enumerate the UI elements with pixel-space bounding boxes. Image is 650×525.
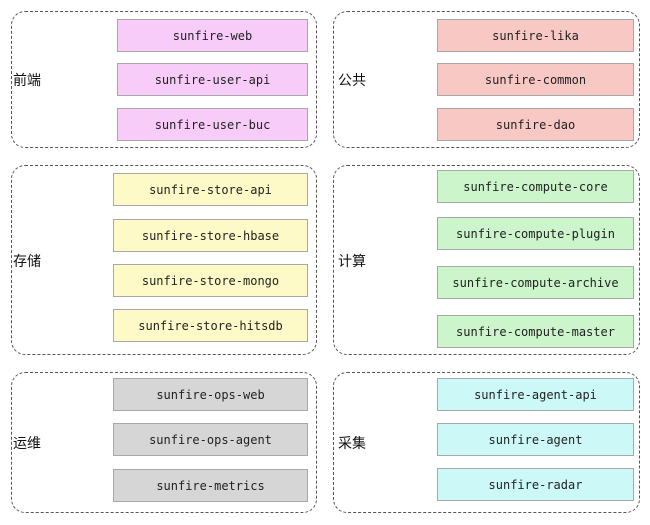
- module-sunfire-compute-plugin: sunfire-compute-plugin: [437, 217, 634, 250]
- module-sunfire-web: sunfire-web: [117, 19, 308, 52]
- module-sunfire-radar: sunfire-radar: [437, 468, 634, 501]
- group-compute: [333, 165, 640, 355]
- group-label-frontend: 前端: [13, 73, 41, 89]
- group-frontend: [11, 11, 317, 148]
- module-sunfire-store-mongo: sunfire-store-mongo: [113, 264, 308, 297]
- module-sunfire-compute-master: sunfire-compute-master: [437, 315, 634, 348]
- module-sunfire-ops-web: sunfire-ops-web: [113, 378, 308, 411]
- group-collect: [333, 372, 640, 513]
- module-sunfire-ops-agent: sunfire-ops-agent: [113, 423, 308, 456]
- group-ops: [11, 372, 317, 513]
- module-sunfire-compute-archive: sunfire-compute-archive: [437, 266, 634, 299]
- group-label-common: 公共: [338, 73, 366, 89]
- module-sunfire-agent-api: sunfire-agent-api: [437, 378, 634, 411]
- group-label-collect: 采集: [338, 436, 366, 452]
- group-label-ops: 运维: [13, 436, 41, 452]
- module-sunfire-store-hbase: sunfire-store-hbase: [113, 219, 308, 252]
- group-storage: [11, 165, 317, 355]
- module-sunfire-metrics: sunfire-metrics: [113, 469, 308, 502]
- module-sunfire-agent: sunfire-agent: [437, 423, 634, 456]
- module-sunfire-compute-core: sunfire-compute-core: [437, 170, 634, 203]
- group-label-compute: 计算: [338, 254, 366, 270]
- group-label-storage: 存储: [13, 254, 41, 270]
- group-common: [333, 11, 640, 148]
- module-sunfire-common: sunfire-common: [437, 63, 634, 96]
- module-sunfire-dao: sunfire-dao: [437, 108, 634, 141]
- module-sunfire-user-api: sunfire-user-api: [117, 63, 308, 96]
- module-sunfire-store-hitsdb: sunfire-store-hitsdb: [113, 309, 308, 342]
- module-sunfire-lika: sunfire-lika: [437, 19, 634, 52]
- module-sunfire-user-buc: sunfire-user-buc: [117, 108, 308, 141]
- module-sunfire-store-api: sunfire-store-api: [113, 173, 308, 206]
